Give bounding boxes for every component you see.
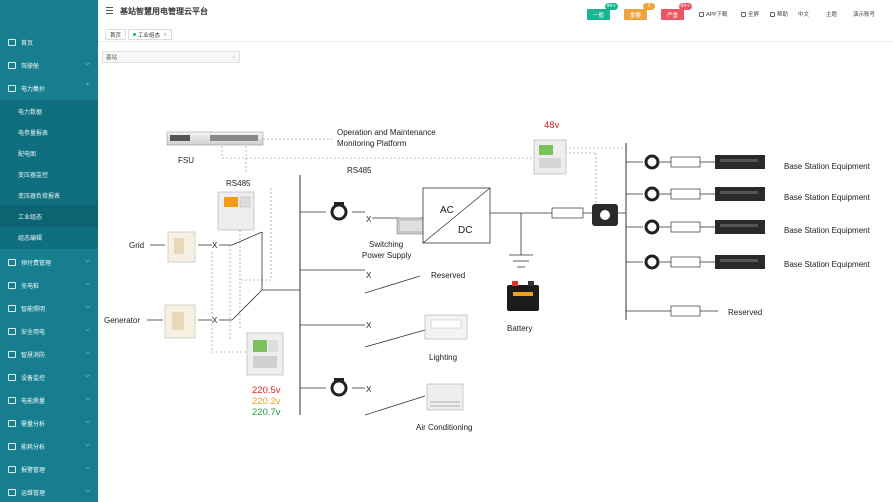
download-icon — [699, 11, 704, 17]
theme-button[interactable]: 主题 — [826, 12, 838, 18]
chevron-down-icon: ⌵ — [85, 395, 90, 402]
sidebar-item-demand[interactable]: 需量分析 ⌵ — [0, 412, 98, 434]
chevron-down-icon: ⌵ — [85, 372, 90, 379]
help-button[interactable]: 帮助 — [770, 10, 788, 18]
submenu-item-config-editor[interactable]: 组态编辑 — [0, 227, 98, 248]
help-icon — [770, 11, 775, 17]
sidebar-item-power-quality[interactable]: 电能质量 ⌵ — [0, 389, 98, 411]
submenu-item-industrial-config[interactable]: 工业组态 — [0, 206, 98, 227]
home-icon — [8, 38, 16, 46]
sidebar-item-power-reading[interactable]: 电力集抄 ⌃ — [0, 77, 98, 99]
sidebar: 首页 驾驶舱 ⌵ 电力集抄 ⌃ 电力数据 电参量报表 配电图 变压器监控 变压器负荷… — [0, 0, 98, 502]
alarm-icon — [8, 465, 16, 473]
topbar: 基站智慧用电管理云平台 一般 99+ 重要 5 严重 99+ APP下载 全屏 … — [98, 0, 893, 25]
chevron-down-icon: ⌵ — [85, 303, 90, 310]
sidebar-item-cockpit[interactable]: 驾驶舱 ⌵ — [0, 54, 98, 76]
maintenance-icon — [8, 488, 16, 496]
chevron-down-icon: ⌵ — [231, 54, 235, 60]
alert-count-badge: 5 — [643, 3, 656, 10]
active-dot-icon — [133, 33, 136, 36]
fire-icon — [8, 350, 16, 358]
charging-icon — [8, 281, 16, 289]
submenu-item-transformer-load-report[interactable]: 变压器负荷报表 — [0, 185, 98, 206]
chevron-down-icon: ⌵ — [85, 257, 90, 264]
sidebar-item-label: 电力集抄 — [21, 85, 46, 93]
sidebar-item-label: 驾驶舱 — [21, 62, 40, 70]
sidebar-item-home[interactable]: 首页 — [0, 31, 98, 53]
sidebar-item-label: 设备监控 — [21, 374, 46, 382]
energy-icon — [8, 442, 16, 450]
chevron-down-icon: ⌵ — [85, 441, 90, 448]
alert-count-badge: 99+ — [604, 3, 619, 10]
sidebar-item-charging[interactable]: 充电桩 ⌵ — [0, 274, 98, 296]
sidebar-item-label: 运维管理 — [21, 489, 46, 497]
chevron-down-icon: ⌵ — [85, 280, 90, 287]
sidebar-item-label: 安全用电 — [21, 328, 46, 336]
sidebar-item-lighting[interactable]: 智能照明 ⌵ — [0, 297, 98, 319]
close-icon[interactable]: × — [163, 31, 168, 38]
sidebar-item-label: 智能照明 — [21, 305, 46, 313]
prepaid-icon — [8, 258, 16, 266]
power-icon — [8, 84, 16, 92]
chevron-down-icon: ⌵ — [85, 464, 90, 471]
account-button[interactable]: 演示账号 — [853, 12, 876, 18]
sidebar-item-label: 预付费管理 — [21, 259, 52, 267]
tab-industrial-config[interactable]: 工业组态× — [128, 29, 173, 40]
chevron-down-icon: ⌵ — [85, 418, 90, 425]
submenu-item-param-report[interactable]: 电参量报表 — [0, 122, 98, 143]
safety-icon — [8, 327, 16, 335]
sidebar-item-fire[interactable]: 智慧消防 ⌵ — [0, 343, 98, 365]
sidebar-item-maintenance[interactable]: 运维管理 ⌵ — [0, 481, 98, 502]
site-select[interactable]: 基站⌵ — [102, 51, 240, 63]
fullscreen-icon — [741, 11, 746, 17]
fullscreen-button[interactable]: 全屏 — [741, 10, 759, 18]
sidebar-item-alarm[interactable]: 报警管理 ⌵ — [0, 458, 98, 480]
submenu-item-power-data[interactable]: 电力数据 — [0, 101, 98, 122]
chevron-up-icon: ⌃ — [84, 83, 90, 90]
language-button[interactable]: 中文 — [798, 12, 810, 18]
app-download-link[interactable]: APP下载 — [699, 10, 727, 18]
menu-toggle-icon[interactable] — [106, 7, 113, 15]
alert-important-button[interactable]: 重要 5 — [624, 3, 656, 20]
alert-severe-button[interactable]: 严重 99+ — [661, 3, 693, 20]
content-area — [98, 44, 893, 502]
sidebar-item-label: 充电桩 — [21, 282, 40, 290]
alert-general-button[interactable]: 一般 99+ — [587, 3, 619, 20]
quality-icon — [8, 396, 16, 404]
tab-bar: 首页 工业组态× — [98, 27, 893, 42]
sidebar-item-label: 能耗分析 — [21, 443, 46, 451]
chevron-down-icon: ⌵ — [85, 487, 90, 494]
sidebar-item-label: 报警管理 — [21, 466, 46, 474]
chevron-down-icon: ⌵ — [85, 349, 90, 356]
monitor-icon — [8, 373, 16, 381]
app-title: 基站智慧用电管理云平台 — [120, 7, 208, 16]
chevron-down-icon: ⌵ — [85, 60, 90, 67]
chevron-down-icon: ⌵ — [85, 326, 90, 333]
sidebar-item-label: 智慧消防 — [21, 351, 46, 359]
alert-count-badge: 99+ — [678, 3, 693, 10]
submenu-item-transformer-monitor[interactable]: 变压器监控 — [0, 164, 98, 185]
sidebar-item-safety[interactable]: 安全用电 ⌵ — [0, 320, 98, 342]
tab-home[interactable]: 首页 — [105, 29, 127, 40]
sidebar-item-label: 首页 — [21, 39, 34, 47]
sidebar-item-label: 电能质量 — [21, 397, 46, 405]
sidebar-item-label: 需量分析 — [21, 420, 46, 428]
sidebar-item-prepaid[interactable]: 预付费管理 ⌵ — [0, 251, 98, 273]
sidebar-item-device-monitor[interactable]: 设备监控 ⌵ — [0, 366, 98, 388]
demand-icon — [8, 419, 16, 427]
submenu-item-distribution-diagram[interactable]: 配电图 — [0, 143, 98, 164]
sidebar-item-energy[interactable]: 能耗分析 ⌵ — [0, 435, 98, 457]
dashboard-icon — [8, 61, 16, 69]
lighting-icon — [8, 304, 16, 312]
